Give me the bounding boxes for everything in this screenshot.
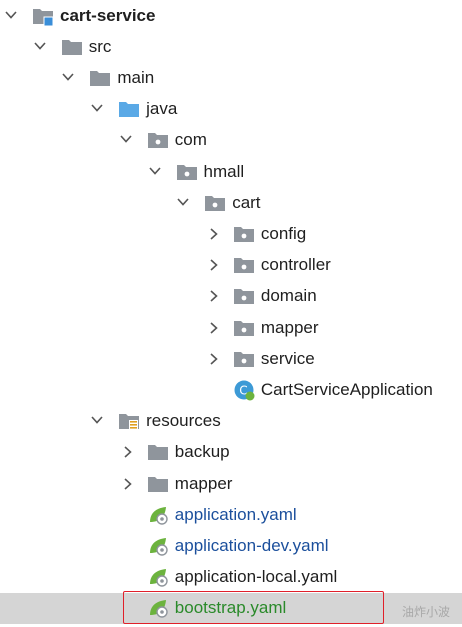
chevron-down-icon[interactable] [5, 10, 17, 20]
chevron-down-icon[interactable] [91, 415, 103, 425]
tree-row[interactable]: service [0, 344, 462, 375]
tree-item-label: CartServiceApplication [260, 379, 433, 399]
chevron-right-icon[interactable] [209, 259, 219, 271]
spring-class-icon: C [233, 379, 255, 401]
tree-item-label: service [260, 348, 315, 368]
tree-row[interactable]: bootstrap.yaml [0, 593, 462, 625]
tree-row[interactable]: mapper [0, 313, 462, 344]
chevron-down-icon[interactable] [91, 103, 103, 113]
chevron-right-icon[interactable] [209, 228, 219, 240]
tree-item-label: cart [232, 192, 261, 212]
chevron-down-icon[interactable] [120, 134, 132, 144]
tree-row[interactable]: application-local.yaml [0, 562, 462, 593]
tree-item-label: mapper [174, 473, 233, 493]
tree-row[interactable]: hmall [0, 157, 462, 188]
tree-row[interactable]: backup [0, 437, 462, 468]
package-icon [233, 317, 255, 339]
tree-row[interactable]: C CartServiceApplication [0, 375, 462, 406]
package-icon [233, 348, 255, 370]
chevron-down-icon[interactable] [62, 72, 74, 82]
tree-row[interactable]: com [0, 125, 462, 156]
tree-item-label: java [146, 99, 178, 119]
tree-row[interactable]: domain [0, 281, 462, 312]
package-icon [147, 129, 169, 151]
tree-row[interactable]: application.yaml [0, 500, 462, 531]
watermark: 油炸小波 [401, 605, 450, 619]
tree-row[interactable]: java [0, 94, 462, 125]
folder-icon [147, 473, 169, 495]
chevron-right-icon[interactable] [123, 477, 133, 490]
source-folder-icon [118, 98, 140, 120]
chevron-right-icon[interactable] [209, 321, 219, 334]
spring-yaml-icon [147, 566, 169, 588]
tree-item-label: src [88, 36, 112, 56]
package-icon [233, 254, 255, 276]
folder-icon [61, 36, 83, 58]
tree-item-label: config [260, 223, 307, 243]
spring-yaml-icon [147, 535, 169, 557]
resources-folder-icon [118, 410, 140, 432]
tree-item-label: resources [146, 411, 221, 431]
tree-item-label: main [117, 67, 155, 87]
tree-row[interactable]: controller [0, 250, 462, 281]
tree-row[interactable]: mapper [0, 469, 462, 500]
spring-yaml-icon [147, 504, 169, 526]
svg-text:C: C [239, 383, 247, 397]
tree-item-label: mapper [260, 317, 319, 337]
package-icon [233, 285, 255, 307]
chevron-right-icon[interactable] [209, 353, 219, 365]
tree-item-label: application-dev.yaml [174, 535, 329, 555]
chevron-right-icon[interactable] [123, 446, 133, 458]
highlight-box [123, 591, 384, 624]
folder-icon [89, 67, 111, 89]
tree-item-label: cart-service [60, 5, 156, 25]
spring-yaml-icon [147, 597, 169, 619]
tree-row[interactable]: config [0, 219, 462, 250]
chevron-right-icon[interactable] [209, 290, 219, 302]
chevron-down-icon[interactable] [177, 197, 189, 207]
tree-row[interactable]: resources [0, 406, 462, 437]
chevron-down-icon[interactable] [148, 166, 161, 176]
tree-item-label: com [174, 130, 207, 150]
tree-row[interactable]: application-dev.yaml [0, 531, 462, 562]
tree-row[interactable]: main [0, 63, 462, 94]
chevron-down-icon[interactable] [34, 41, 46, 51]
tree-item-label: controller [260, 255, 331, 275]
tree-item-label: hmall [203, 161, 245, 181]
tree-item-label: application-local.yaml [174, 567, 338, 587]
folder-icon [147, 441, 169, 463]
tree-item-label: domain [260, 286, 317, 306]
tree-item-label: application.yaml [174, 504, 297, 524]
package-icon [176, 161, 198, 183]
module-folder-icon [32, 5, 54, 27]
package-icon [233, 223, 255, 245]
tree-row[interactable]: cart-service [0, 1, 462, 32]
tree-row[interactable]: cart [0, 188, 462, 219]
tree-item-label: backup [174, 442, 230, 462]
package-icon [204, 192, 226, 214]
tree-item-label: bootstrap.yaml [174, 598, 287, 618]
tree-row[interactable]: src [0, 32, 462, 63]
